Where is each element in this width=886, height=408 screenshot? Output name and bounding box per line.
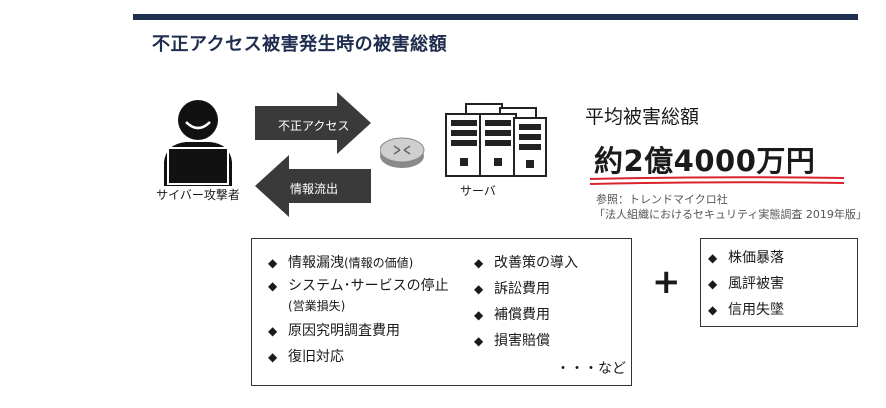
- top-rule: [133, 14, 858, 20]
- leak-arrow: [255, 155, 371, 217]
- list-item: ◆株価暴落: [708, 250, 784, 266]
- list-item: ◆損害賠償: [474, 333, 550, 349]
- bullet: ◆: [474, 256, 484, 270]
- bullet: ◆: [708, 303, 718, 317]
- bullet: ◆: [708, 251, 718, 265]
- list-item-note: (営業損失): [288, 299, 346, 313]
- reference-line-1: 参照：トレンドマイクロ社: [596, 193, 728, 206]
- plus-sign: +: [652, 262, 681, 302]
- list-item: ◆復旧対応: [268, 349, 344, 365]
- bullet: ◆: [268, 256, 278, 270]
- leak-arrow-label: 情報流出: [290, 182, 339, 196]
- list-item: ◆改善策の導入: [474, 255, 578, 271]
- bullet: ◆: [268, 279, 278, 293]
- indirect-damage-box: [700, 238, 858, 327]
- bullet: ◆: [708, 277, 718, 291]
- list-item: ◆情報漏洩(情報の価値): [268, 255, 414, 271]
- reference-line-2: 「法人組織におけるセキュリティ実態調査 2019年版」: [594, 208, 867, 221]
- list-item: ◆システム･サービスの停止: [268, 278, 449, 294]
- avg-damage-label: 平均被害総額: [585, 106, 700, 128]
- etc-label: ・・・など: [556, 361, 626, 377]
- list-item: ◆信用失墜: [708, 302, 784, 318]
- bullet: ◆: [474, 282, 484, 296]
- bullet: ◆: [268, 350, 278, 364]
- red-underline: [589, 176, 845, 185]
- damage-items-box: [251, 238, 632, 386]
- access-arrow: [255, 92, 371, 154]
- bullet: ◆: [474, 308, 484, 322]
- list-item: ◆補償費用: [474, 307, 550, 323]
- server-icon: [380, 103, 547, 177]
- list-item: ◆原因究明調査費用: [268, 323, 400, 339]
- list-item: ◆風評被害: [708, 276, 784, 292]
- avg-damage-amount: 約2億4000万円: [594, 144, 816, 178]
- list-item: ◆訴訟費用: [474, 281, 550, 297]
- bullet: ◆: [474, 334, 484, 348]
- page-title: 不正アクセス被害発生時の被害総額: [152, 34, 448, 55]
- bullet: ◆: [268, 324, 278, 338]
- attacker-label: サイバー攻撃者: [156, 188, 240, 202]
- access-arrow-label: 不正アクセス: [278, 119, 350, 133]
- hacker-icon: [164, 100, 232, 186]
- server-label: サーバ: [460, 184, 496, 198]
